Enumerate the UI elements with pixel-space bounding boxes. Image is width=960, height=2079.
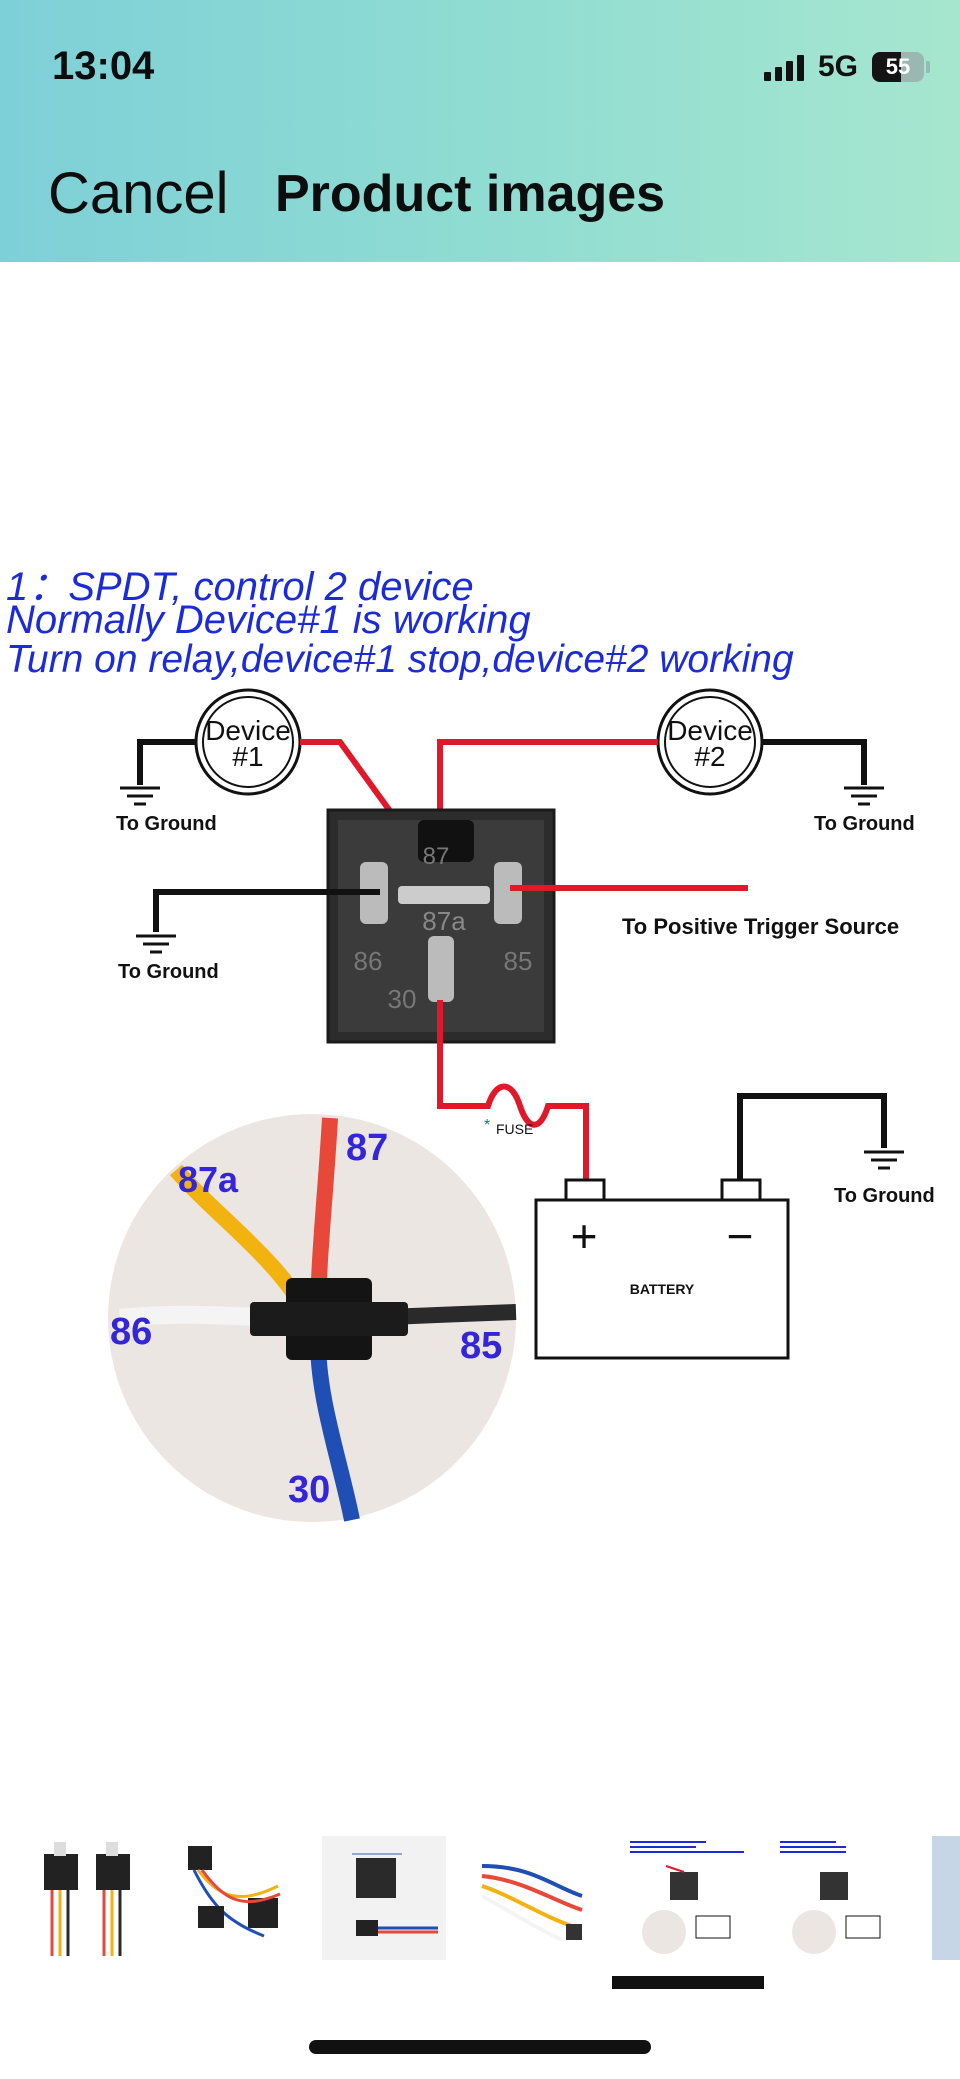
signal-icon xyxy=(763,53,804,81)
socket-photo: 87 87a 86 85 30 xyxy=(108,1114,517,1522)
label-to-ground-1: To Ground xyxy=(116,813,217,835)
svg-text:87: 87 xyxy=(423,843,450,870)
label-to-ground-3: To Ground xyxy=(118,961,219,983)
diagram-line-3: Turn on relay,device#1 stop,device#2 wor… xyxy=(6,638,794,681)
device-1: Device #1 xyxy=(194,688,302,796)
selected-thumbnail-indicator xyxy=(612,1976,764,1989)
cancel-button[interactable]: Cancel xyxy=(48,161,229,226)
label-to-ground-2: To Ground xyxy=(814,813,915,835)
svg-text:30: 30 xyxy=(388,984,417,1014)
thumbnail-partial[interactable] xyxy=(932,1836,960,1960)
network-type: 5G xyxy=(817,50,858,83)
svg-text:87: 87 xyxy=(346,1127,388,1169)
label-to-ground-4: To Ground xyxy=(834,1185,935,1207)
thumbnail-relay-pair[interactable] xyxy=(30,1836,154,1960)
page-title: Product images xyxy=(275,165,666,223)
battery-diagram: + − BATTERY xyxy=(534,1178,790,1360)
thumbnail-relay-harness[interactable] xyxy=(168,1836,292,1960)
svg-text:85: 85 xyxy=(460,1325,502,1367)
svg-text:−: − xyxy=(727,1210,754,1262)
svg-text:30: 30 xyxy=(288,1469,330,1511)
diagram-line-2: Normally Device#1 is working xyxy=(6,598,531,642)
svg-text:Device: Device xyxy=(667,715,753,746)
svg-text:87a: 87a xyxy=(422,906,466,936)
diagram-line-1: 1：SPDT, control 2 device xyxy=(6,565,474,609)
main-product-image[interactable]: 1：SPDT, control 2 device Normally Device… xyxy=(0,540,960,1540)
svg-text:#2: #2 xyxy=(694,741,725,772)
svg-text:86: 86 xyxy=(354,946,383,976)
svg-text:*: * xyxy=(484,1117,490,1134)
status-time: 13:04 xyxy=(52,44,155,88)
label-trigger-source: To Positive Trigger Source xyxy=(622,914,899,939)
battery-level: 55 xyxy=(885,54,911,79)
svg-text:85: 85 xyxy=(504,946,533,976)
svg-text:#1: #1 xyxy=(232,741,263,772)
thumbnail-normally-closed-diagram[interactable] xyxy=(776,1836,900,1960)
wiring-diagram: Device #1 Device #2 To Ground To Ground xyxy=(108,688,935,1522)
svg-text:+: + xyxy=(571,1210,598,1262)
thumbnail-wires[interactable] xyxy=(472,1836,596,1960)
thumbnail-spdt-diagram[interactable] xyxy=(626,1836,750,1960)
status-icons: 5G 55 xyxy=(763,50,930,84)
battery-icon: 55 xyxy=(872,52,930,82)
label-fuse: FUSE xyxy=(496,1121,533,1137)
relay: 87 87a 86 85 30 xyxy=(326,808,556,1044)
svg-text:Device: Device xyxy=(205,715,291,746)
home-indicator xyxy=(309,2040,651,2054)
svg-text:87a: 87a xyxy=(178,1159,239,1200)
header-bar: 13:04 5G 55 Cancel Product images xyxy=(0,0,960,262)
thumbnail-strip xyxy=(0,1830,960,1960)
thumbnail-relay-dimensions[interactable] xyxy=(322,1836,446,1960)
svg-text:BATTERY: BATTERY xyxy=(630,1281,695,1297)
svg-text:86: 86 xyxy=(110,1311,152,1353)
device-2: Device #2 xyxy=(656,688,764,796)
